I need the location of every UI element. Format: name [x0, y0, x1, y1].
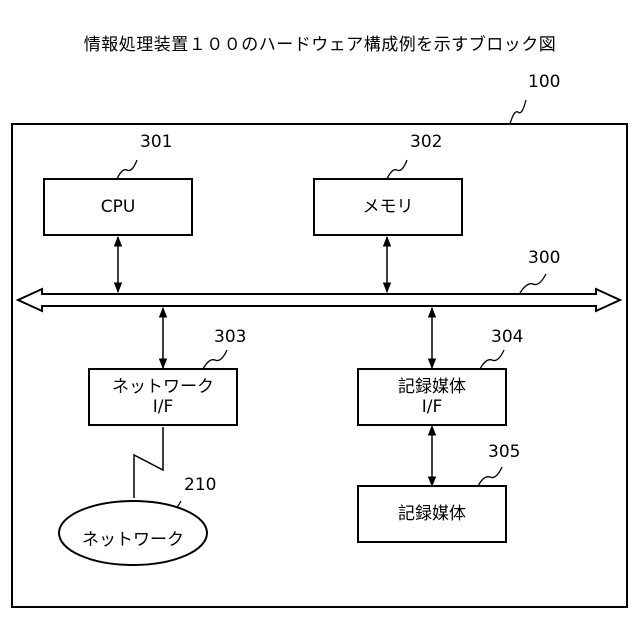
ref-301: 301 — [140, 132, 172, 152]
network-interface-box: ネットワーク I/F — [88, 368, 238, 426]
network-link — [134, 427, 163, 498]
ref-305: 305 — [488, 442, 520, 462]
leader-304 — [480, 350, 504, 369]
memory-box: メモリ — [313, 178, 463, 236]
storage-interface-label-line1: 記録媒体 — [398, 377, 466, 397]
storage-interface-box: 記録媒体 I/F — [357, 368, 507, 426]
system-bus — [18, 289, 620, 311]
ref-100: 100 — [528, 72, 560, 92]
leader-100 — [510, 100, 526, 124]
ref-304: 304 — [491, 327, 523, 347]
cpu-box: CPU — [43, 178, 193, 236]
network-label: ネットワーク — [58, 525, 208, 550]
leader-302 — [387, 160, 407, 179]
ref-303: 303 — [214, 327, 246, 347]
storage-medium-box: 記録媒体 — [357, 485, 507, 543]
leader-305 — [478, 467, 502, 486]
leader-301 — [117, 160, 137, 179]
storage-interface-label-line2: I/F — [422, 397, 443, 417]
ref-302: 302 — [410, 132, 442, 152]
ref-210: 210 — [184, 475, 216, 495]
cpu-label: CPU — [101, 197, 136, 217]
memory-label: メモリ — [363, 197, 414, 217]
leader-303 — [203, 350, 227, 369]
ref-300: 300 — [528, 248, 560, 268]
leader-300 — [520, 274, 546, 293]
storage-medium-label: 記録媒体 — [398, 504, 466, 524]
network-interface-label-line1: ネットワーク — [112, 377, 214, 397]
network-interface-label-line2: I/F — [153, 397, 174, 417]
